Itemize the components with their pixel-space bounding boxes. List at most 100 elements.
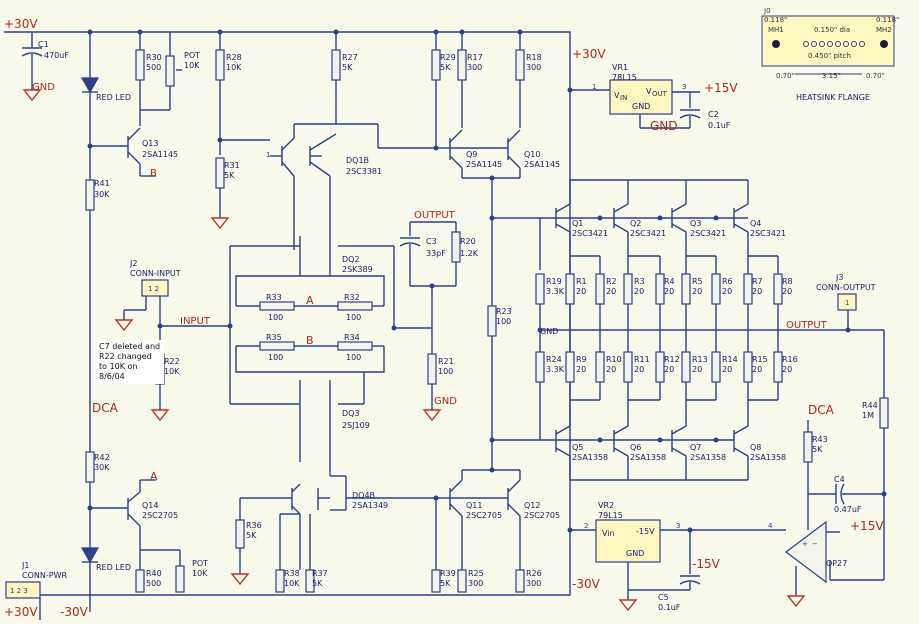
r22-ref: R22 — [164, 357, 180, 366]
q13-val: 2SA1145 — [142, 150, 178, 159]
r9-val: 20 — [576, 365, 586, 374]
j3-pins: 1 — [845, 299, 849, 307]
rail-label-p30-bottom: +30V — [4, 605, 38, 619]
rail-label-m30-right: -30V — [572, 577, 601, 591]
vr1-vin: V — [614, 91, 620, 100]
q3-ref: Q3 — [690, 219, 701, 228]
resistor-r23 — [487, 305, 497, 337]
rail-label-p15-opamp: +15V — [850, 519, 884, 533]
r20-ref: R20 — [460, 237, 476, 246]
net-a-left: A — [150, 470, 158, 483]
r42-val: 30K — [94, 463, 110, 472]
r27-ref: R27 — [342, 53, 358, 62]
led-top-label: RED LED — [96, 93, 131, 102]
q2-ref: Q2 — [630, 219, 641, 228]
heatsink-d1: 0.70" — [776, 72, 795, 80]
r15-val: 20 — [752, 365, 762, 374]
r8-ref: R8 — [782, 277, 793, 286]
r32-val: 100 — [346, 313, 361, 322]
c4-val: 0.47uF — [834, 505, 862, 514]
vr2-out: -15V — [636, 527, 655, 536]
connector-j1 — [5, 581, 41, 620]
r20-val: 1.2K — [460, 249, 479, 258]
j1-pins: 1 2 3 — [10, 587, 28, 595]
r15-ref: R15 — [752, 355, 768, 364]
r40-val: 500 — [146, 579, 161, 588]
r24-ref: R24 — [546, 355, 562, 364]
dc-servo — [690, 420, 884, 608]
emitter-resistor-bank — [492, 218, 848, 441]
revision-note: C7 deleted and R22 changed to 10K on 8/6… — [96, 340, 164, 384]
r37-ref: R37 — [312, 569, 328, 578]
vr1-part: 78L15 — [612, 73, 637, 82]
dq2-ref: DQ2 — [342, 255, 360, 264]
c2-ref: C2 — [708, 110, 719, 119]
op27-ref: OP27 — [826, 559, 847, 568]
dq4b-val: 2SA1349 — [352, 501, 388, 510]
r38-ref: R38 — [284, 569, 300, 578]
r13-ref: R13 — [692, 355, 708, 364]
r2-ref: R2 — [606, 277, 617, 286]
heatsink-inch-left: 0.118" — [764, 16, 787, 24]
pot-top-ref: POT — [184, 51, 200, 60]
r14-val: 20 — [722, 365, 732, 374]
heatsink-d2: 3.15" — [822, 72, 841, 80]
r31-ref: R31 — [224, 161, 240, 170]
r12-val: 20 — [664, 365, 674, 374]
heatsink-pitch: 0.450" pitch — [808, 52, 851, 60]
r34-val: 100 — [346, 353, 361, 362]
r21-ref: R21 — [438, 357, 454, 366]
q8-ref: Q8 — [750, 443, 761, 452]
q8-val: 2SA1358 — [750, 453, 786, 462]
heatsink-flange-drawing — [761, 15, 895, 75]
rail-label-p30-right: +30V — [572, 47, 606, 61]
c3-ref: C3 — [426, 237, 437, 246]
r5-ref: R5 — [692, 277, 703, 286]
net-b-mid: B — [306, 334, 314, 347]
r7-ref: R7 — [752, 277, 763, 286]
q4-val: 2SC3421 — [750, 229, 786, 238]
net-b-left: B — [150, 168, 157, 179]
q10-val: 2SA1145 — [524, 160, 560, 169]
heatsink-title: HEATSINK FLANGE — [796, 93, 870, 102]
j2-name: CONN-INPUT — [130, 269, 181, 278]
r36-ref: R36 — [246, 521, 262, 530]
r6-ref: R6 — [722, 277, 733, 286]
r11-ref: R11 — [634, 355, 650, 364]
transistor-dq1b — [270, 123, 436, 250]
r30-val: 500 — [146, 63, 161, 72]
r9-ref: R9 — [576, 355, 587, 364]
q5-val: 2SA1358 — [572, 453, 608, 462]
net-a-mid: A — [306, 294, 314, 307]
vr2-vin: Vin — [602, 529, 615, 538]
vr1-pin1: 1 — [592, 83, 596, 91]
degeneration-resistor-network — [160, 246, 432, 404]
heatsink-dia: 0.150" dia — [814, 26, 850, 34]
r41-ref: R41 — [94, 179, 110, 188]
dq1b-pin1: 1 — [266, 151, 270, 159]
dq1b-ref: DQ1B — [346, 156, 369, 165]
r14-ref: R14 — [722, 355, 738, 364]
r29-val: 5K — [440, 63, 451, 72]
q4-ref: Q4 — [750, 219, 761, 228]
r18-ref: R18 — [526, 53, 542, 62]
transistor-dq2 — [230, 236, 395, 328]
q6-ref: Q6 — [630, 443, 641, 452]
transistor-dq3 — [230, 372, 365, 440]
vr1-vout: V — [646, 87, 652, 96]
r10-val: 20 — [606, 365, 616, 374]
r33-ref: R33 — [266, 293, 282, 302]
transistor-dq4b — [230, 426, 436, 593]
c2-val: 0.1uF — [708, 121, 731, 130]
vr1-ref: VR1 — [612, 63, 628, 72]
c5-val: 0.1uF — [658, 603, 681, 612]
pot-bot-val: 10K — [192, 569, 208, 578]
r41-val: 30K — [94, 190, 110, 199]
r22-val: 10K — [164, 367, 180, 376]
r10-ref: R10 — [606, 355, 622, 364]
gnd-label-vr1: GND — [650, 119, 678, 133]
q9-ref: Q9 — [466, 150, 477, 159]
r34-ref: R34 — [344, 333, 360, 342]
